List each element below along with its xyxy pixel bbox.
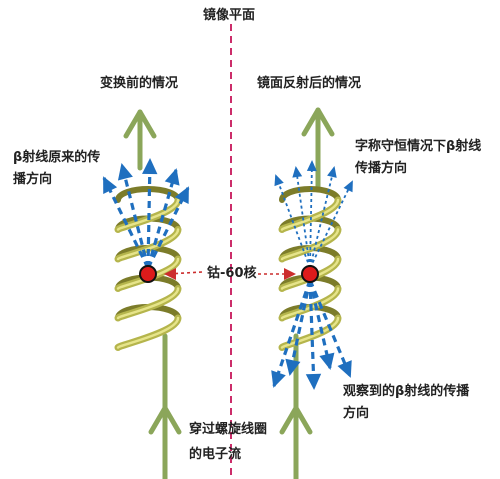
left-beta-rays [102, 158, 190, 269]
coil-highlight [116, 316, 180, 349]
right-parity-ray-5-shaft [309, 181, 353, 269]
right-observed-ray-2-shaft [288, 279, 312, 375]
left-beta-ray-2-head [117, 163, 133, 181]
coil-highlight [116, 228, 180, 261]
left-coil [114, 186, 182, 351]
left-up-arrow-top [123, 109, 157, 139]
beta-observed-label-2: 方向 [343, 406, 370, 421]
right-parity-ray-2-head [292, 166, 303, 178]
left-beta-ray-1-shaft [102, 177, 150, 269]
electron-current-label-2: 的电子流 [189, 447, 242, 462]
left-beta-ray-4-shaft [146, 169, 178, 269]
coil-highlight [280, 316, 340, 349]
left-beta-ray-3-head [142, 158, 158, 175]
right-observed-ray-4-head [319, 352, 335, 370]
left-beta-ray-2-shaft [120, 164, 150, 269]
right-observed-ray-3-shaft [308, 279, 316, 389]
right-parity-ray-1-shaft [275, 175, 311, 269]
right-parity-ray-3-head [306, 160, 317, 172]
right-parity-ray-5-head [343, 180, 353, 193]
right-beta-rays [271, 160, 353, 390]
left-beta-ray-1-head [103, 176, 118, 194]
beta-observed-label-1: 观察到的β射线的传播 [343, 384, 470, 399]
beta-original-label-1: β射线原来的传 [13, 150, 101, 165]
coil-back-arc [279, 186, 341, 203]
mirror-plane-label: 镜像平面 [203, 8, 256, 23]
left-beta-ray-5-shaft [146, 187, 190, 269]
nucleus-label: 钴-60核 [207, 266, 257, 281]
right-up-arrow-bottom [279, 405, 313, 435]
electron-current-label-1: 穿过螺旋线圈 [189, 422, 268, 437]
before-label: 变换前的情况 [100, 76, 179, 91]
right-observed-ray-5-head [337, 360, 352, 378]
right-up-arrow-top [301, 107, 335, 137]
right-observed-ray-4-shaft [308, 279, 332, 369]
right-observed-ray-1-shaft [272, 279, 312, 387]
coil-highlight [280, 198, 340, 231]
beta-original-label-2: 播方向 [13, 172, 53, 187]
right-observed-ray-1-head [271, 370, 286, 388]
right-parity-ray-4-head [327, 166, 337, 178]
right-nucleus [301, 265, 319, 283]
right-observed-ray-2-head [285, 358, 301, 376]
right-parity-ray-2-shaft [295, 167, 311, 269]
nucleus-pointer-left [164, 268, 203, 280]
left-beta-ray-5-head [174, 186, 189, 204]
left-beta-ray-4-head [164, 168, 180, 186]
nucleus-pointer-right [258, 268, 296, 280]
after-label: 镜面反射后的情况 [257, 76, 362, 91]
beta-parity-label-1: 字称守恒情况下β射线 [355, 139, 482, 154]
beta-parity-label-2: 传播方向 [355, 161, 408, 176]
left-current-wire [137, 109, 168, 479]
left-up-arrow-bottom [148, 405, 182, 435]
left-beta-ray-3-shaft [146, 159, 152, 269]
right-observed-ray-5-shaft [308, 279, 352, 377]
left-nucleus [139, 265, 157, 283]
right-parity-ray-4-shaft [309, 167, 335, 269]
right-observed-ray-3-head [305, 373, 322, 390]
right-parity-ray-1-head [274, 174, 284, 187]
coil-highlight [116, 287, 180, 320]
